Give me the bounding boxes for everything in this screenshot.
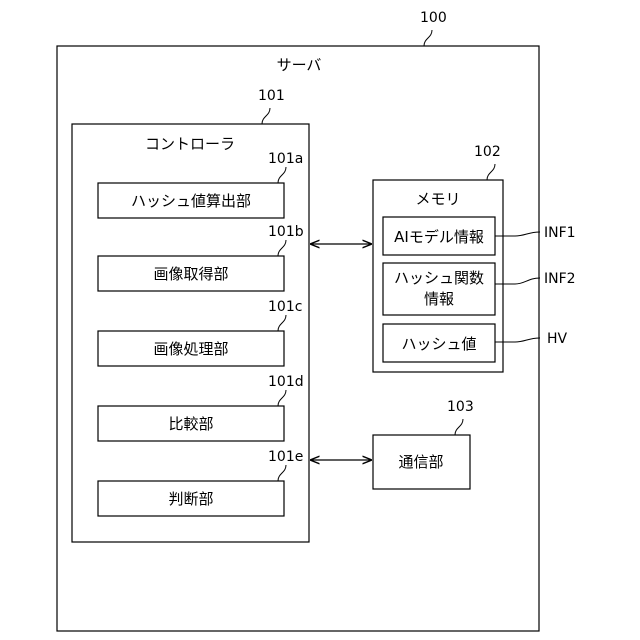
controller-title: コントローラ: [145, 135, 235, 153]
hash-function-info-tag: INF2: [544, 271, 576, 287]
image-acquire-unit-ref: 101b: [268, 224, 304, 240]
image-acquire-unit-label: 画像取得部: [153, 265, 228, 283]
hash-value-tag: HV: [547, 331, 568, 347]
hash-value-label: ハッシュ値: [401, 335, 476, 353]
server-ref: 100: [420, 10, 447, 26]
image-process-unit-label: 画像処理部: [153, 340, 228, 358]
compare-unit-ref: 101d: [268, 374, 304, 390]
controller-ref: 101: [258, 88, 285, 104]
hash-calc-unit-label: ハッシュ値算出部: [131, 192, 251, 210]
compare-unit-label: 比較部: [168, 415, 213, 433]
hash-function-info-label-line2: 情報: [424, 290, 454, 308]
judge-unit-ref: 101e: [268, 449, 303, 465]
comm-unit-ref: 103: [447, 399, 474, 415]
image-process-unit-ref: 101c: [268, 299, 302, 315]
hash-calc-unit-ref: 101a: [268, 151, 303, 167]
server-title: サーバ: [277, 56, 322, 74]
server-ref-leader: [424, 30, 432, 46]
hash-function-info-label-line1: ハッシュ関数: [394, 269, 484, 287]
comm-unit-label: 通信部: [398, 453, 443, 471]
ai-model-info-tag: INF1: [544, 225, 576, 241]
memory-title: メモリ: [415, 190, 460, 208]
judge-unit-label: 判断部: [168, 490, 213, 508]
ai-model-info-label: AIモデル情報: [394, 228, 484, 246]
memory-ref: 102: [474, 144, 501, 160]
